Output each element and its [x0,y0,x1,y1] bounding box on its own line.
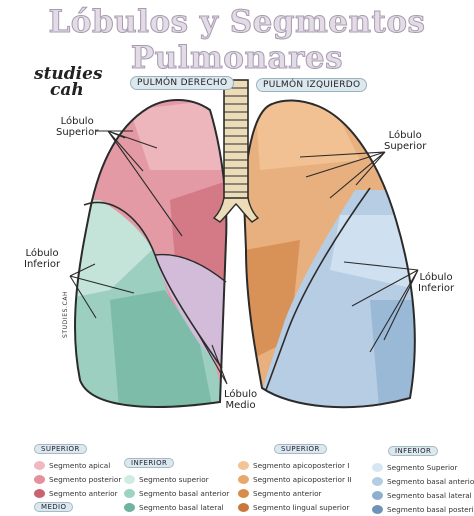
legend-item: Segmento basal posterior [372,502,474,516]
right-anterior-segment [170,180,227,300]
legend-right-inferior: INFERIOR Segmento superior Segmento basa… [124,458,229,514]
legend-item: Segmento basal anterior [124,486,229,500]
left-lung-label: PULMÓN IZQUIERDO [256,78,368,92]
legend-heading: SUPERIOR [274,444,327,454]
pointer-right-superior [96,130,183,237]
legend-item: Segmento superior [124,472,229,486]
page-title: Lóbulos y Segmentos Pulmonares [48,4,426,77]
trachea [212,79,260,223]
label-right-medio: Lóbulo Medio [224,389,258,411]
swatch-icon [372,490,383,500]
pointer-right-inferior [69,263,135,319]
label-left-inferior: Lóbulo Inferior [418,272,455,294]
swatch-icon [372,462,383,472]
pointer-left-superior [299,151,386,199]
right-horizontal-fissure [154,253,227,283]
pointer-right-medio [195,329,228,385]
legend-item: Segmento basal lateral [124,500,229,514]
legend-heading: SUPERIOR [34,444,87,454]
legend-item: Segmento Superior [372,460,474,474]
swatch-icon [238,502,249,512]
legend-item: Segmento apical [34,458,121,472]
right-middle-lobe [155,254,226,368]
swatch-icon [238,474,249,484]
swatch-icon [372,504,383,514]
left-inferior-superior-segment [330,215,415,290]
legend-item: Segmento lingual superior [238,500,352,514]
right-lung [74,100,227,407]
swatch-icon [372,476,383,486]
brand-logo: studies cah [34,64,103,100]
legend-right-superior: SUPERIOR Segmento apical Segmento poster… [34,444,121,516]
legend-left-superior: SUPERIOR Segmento apicoposterior I Segme… [238,444,352,514]
right-lung-label: PULMÓN DERECHO [130,76,235,90]
legend-item: Segmento basal anterior [372,474,474,488]
legend-heading: INFERIOR [388,446,439,456]
swatch-icon [238,488,249,498]
legend-item: Segmento basal lateral [372,488,474,502]
legend-item: Segmento apicoposterior II [238,472,352,486]
brand-line-2: cah [50,80,84,100]
trachea-rings [224,87,248,193]
label-right-inferior: Lóbulo Inferior [24,248,61,270]
left-lung [244,100,415,408]
left-oblique-fissure [265,187,371,391]
pointer-lines [69,130,419,385]
brand-line-1: studies [34,64,103,84]
label-left-superior: Lóbulo Superior [384,130,427,152]
swatch-icon [34,488,45,498]
legend-left-inferior: INFERIOR Segmento Superior Segmento basa… [372,446,474,516]
pointer-left-inferior [343,261,419,353]
label-right-superior: Lóbulo Superior [56,116,99,138]
swatch-icon [124,502,135,512]
legend-item: Segmento posterior [34,472,121,486]
right-inferior-basal-segment [110,290,215,407]
bronchi [212,197,260,223]
legend-item: Segmento anterior [34,486,121,500]
legend-heading: MEDIO [34,502,74,512]
swatch-icon [34,460,45,470]
left-lung-outline [242,99,416,409]
legend-item: Segmento apicoposterior I [238,458,352,472]
swatch-icon [34,474,45,484]
swatch-icon [124,474,135,484]
left-inferior-basal-segment [370,300,415,408]
legend-heading: INFERIOR [124,458,175,468]
vertical-watermark: STUDIES.CAH [62,290,69,338]
right-lung-outline [73,99,228,408]
swatch-icon [238,460,249,470]
swatch-icon [124,488,135,498]
left-apicoposterior-segment [255,100,360,170]
legend-item: Segmento anterior [238,486,352,500]
right-apical-segment [130,100,225,170]
